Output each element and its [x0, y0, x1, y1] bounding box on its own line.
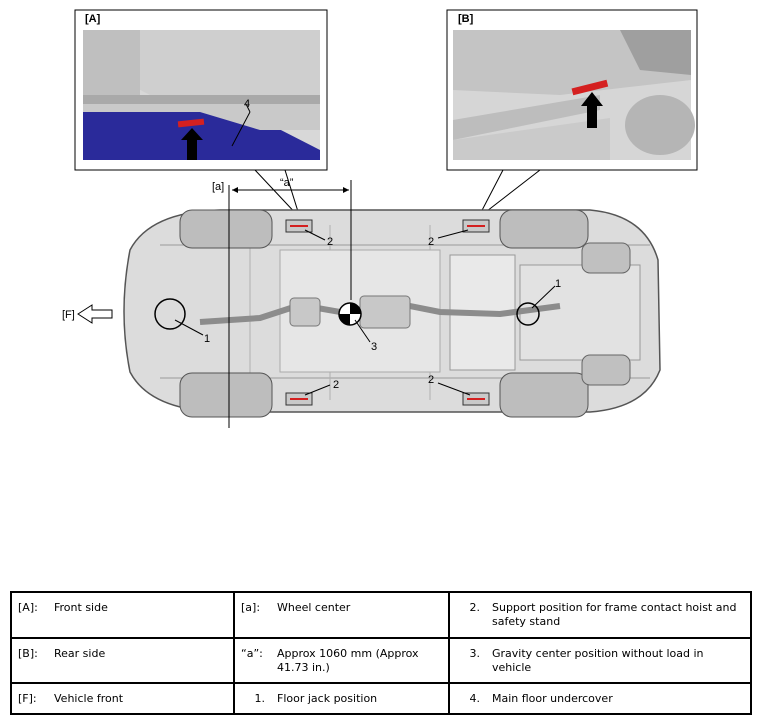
support-number-front-right: 2 [333, 379, 339, 391]
support-marker [177, 118, 205, 128]
legend-text: Approx 1060 mm (Approx 41.73 in.) [277, 647, 419, 674]
main-floor-undercover-number: 4 [244, 98, 250, 110]
legend-table: [A]: Front side [a]: Wheel center 2. Suppor… [10, 591, 752, 715]
legend-code: [A]: [18, 601, 38, 614]
wheel-center-tag: [a] [212, 181, 224, 193]
main-floor-undercover-shape [83, 104, 320, 160]
support-number-front-left: 2 [327, 236, 333, 248]
legend-code: [F]: [18, 692, 37, 705]
rear-side-tag: [B] [458, 13, 474, 25]
legend-row: [B]: Rear side “a”: Approx 1060 mm (Approx… [10, 637, 752, 684]
floor-jack-position-rear [516, 302, 540, 326]
support-marker [571, 79, 609, 96]
rear-left-tire [499, 209, 589, 249]
detail-view-rear-side: [B] [446, 9, 698, 171]
legend-text: Front side [54, 601, 108, 614]
legend-text: Floor jack position [277, 692, 378, 705]
vehicle-front-tag: [F] [62, 309, 75, 321]
distance-tag: “a” [280, 177, 294, 189]
legend-text: Rear side [54, 647, 106, 660]
legend-code: 3. [469, 647, 481, 660]
support-number-rear-left: 2 [428, 236, 434, 248]
floor-jack-position-front [154, 298, 186, 330]
front-left-tire [179, 209, 273, 249]
legend-code: 2. [469, 601, 481, 614]
rear-right-tire [499, 372, 589, 418]
lift-arrow-icon [181, 128, 203, 160]
legend-text: Gravity center position without load in … [492, 647, 704, 674]
legend-code: [a]: [241, 601, 261, 614]
legend-row: [A]: Front side [a]: Wheel center 2. Suppor… [10, 591, 752, 639]
floor-jack-number-front: 1 [204, 333, 210, 345]
legend-row: [F]:Vehicle front 1.Floor jack position … [10, 682, 752, 715]
legend-code: 4. [469, 692, 481, 705]
legend-code: 1. [254, 692, 266, 705]
front-side-tag: [A] [85, 13, 101, 25]
lift-arrow-icon [581, 92, 603, 128]
gravity-center-number: 3 [371, 341, 377, 353]
legend-text: Wheel center [277, 601, 351, 614]
support-number-rear-right: 2 [428, 374, 434, 386]
vehicle-underbody [123, 209, 661, 418]
detail-view-front-side: [A] 4 [74, 9, 328, 171]
legend-code: “a”: [241, 647, 263, 660]
legend-text: Vehicle front [54, 692, 124, 705]
legend-text: Main floor undercover [492, 692, 613, 705]
gravity-center-icon [338, 302, 362, 326]
vehicle-front-arrow-icon [77, 304, 113, 324]
legend-text: Support position for frame contact hoist… [492, 601, 737, 628]
front-right-tire [179, 372, 273, 418]
vehicle-underbody-diagram: [A] 4 [B] [62, 9, 698, 428]
legend-code: [B]: [18, 647, 38, 660]
floor-jack-number-rear: 1 [555, 278, 561, 290]
